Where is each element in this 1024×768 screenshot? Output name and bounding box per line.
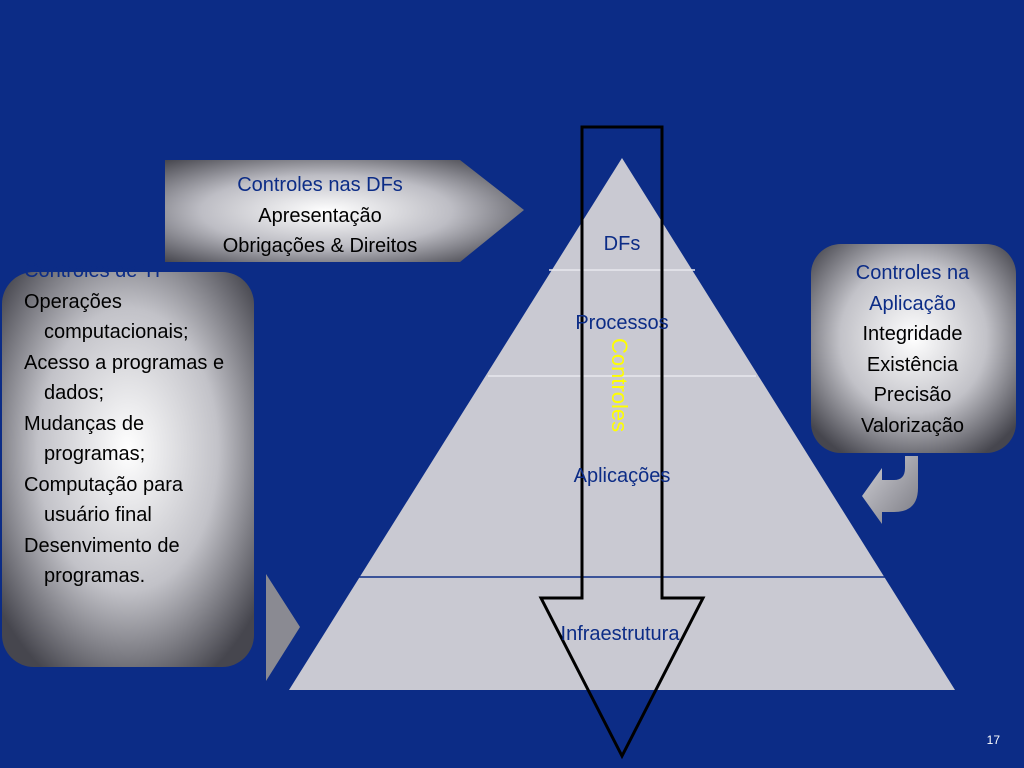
box-app-line: Existência <box>866 353 959 376</box>
box-ti-item: Desenvimento de programas. <box>24 534 180 588</box>
curved-arrow-icon <box>862 456 918 524</box>
box-dfs-line: Obrigações & Direitos <box>222 235 418 257</box>
pyramid <box>289 158 955 690</box>
box-ti: Controles de TI Operações computacionais… <box>24 256 239 592</box>
tier-label-processos: Processos <box>575 312 669 334</box>
box-ti-shape <box>2 272 254 667</box>
tier-label-aplicacoes: Aplicações <box>573 465 671 487</box>
box-ti-item: Computação para usuário final <box>24 473 183 527</box>
box-dfs-line: Apresentação <box>258 204 382 227</box>
box-app-shape <box>811 244 1016 453</box>
controls-arrow <box>538 125 706 760</box>
box-app: Controles na Aplicação Integridade Exist… <box>820 258 1005 441</box>
box-app-title-line2: Aplicação <box>869 292 956 315</box>
page-number: 17 <box>986 733 1000 747</box>
controls-arrow-label: Controles <box>607 338 632 433</box>
box-app-line: Precisão <box>873 384 952 406</box>
tier-label-dfs: DFs <box>603 233 641 255</box>
box-dfs-shape <box>165 160 524 262</box>
left-pointer-triangle <box>266 574 300 681</box>
box-dfs-title: Controles nas DFs <box>237 174 403 196</box>
box-ti-title: Controles de TI <box>24 260 161 282</box>
box-app-line: Valorização <box>860 414 965 437</box>
tier-label-infraestrutura: Infraestrutura <box>560 623 680 645</box>
box-ti-item: Acesso a programas e dados; <box>24 351 225 405</box>
box-ti-item: Operações computacionais; <box>24 290 189 344</box>
box-dfs: Controles nas DFs Apresentação Obrigaçõe… <box>170 170 470 262</box>
box-app-title-line1: Controles na <box>855 262 970 284</box>
box-app-line: Integridade <box>862 323 963 345</box>
box-ti-item: Mudanças de programas; <box>24 412 146 466</box>
